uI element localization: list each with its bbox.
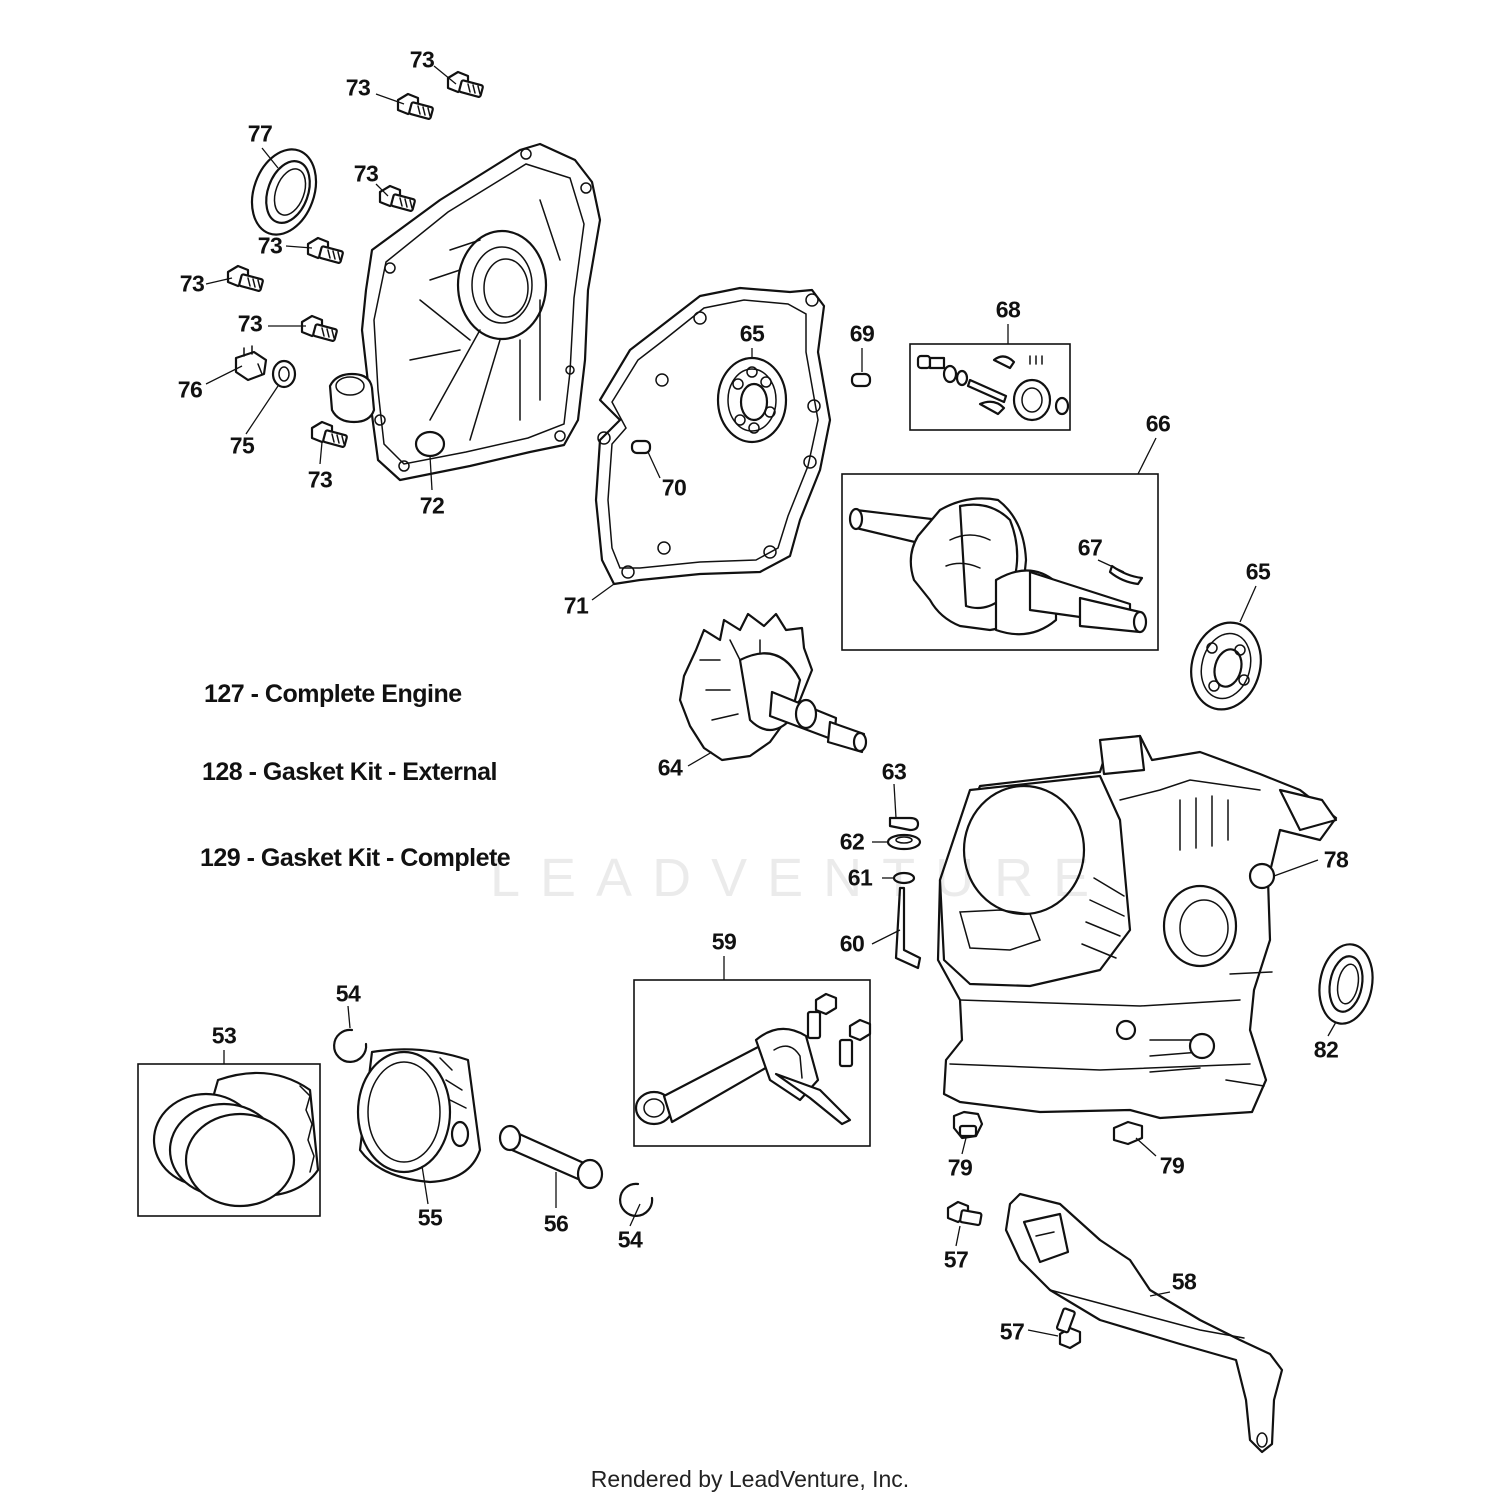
callout-58: 58	[1171, 1268, 1197, 1295]
callout-73: 73	[237, 310, 263, 337]
plug-79-left	[952, 1110, 984, 1140]
bolt-73-fifth	[226, 264, 264, 292]
kit-gasket-external: 128 - Gasket Kit - External	[202, 758, 497, 786]
callout-70: 70	[661, 474, 687, 501]
bolt-73-second	[396, 92, 434, 120]
callout-79: 79	[1159, 1152, 1185, 1179]
callout-61: 61	[847, 864, 873, 891]
crankcase-78	[936, 734, 1338, 1120]
bolt-73-sixth	[300, 314, 338, 342]
callout-82: 82	[1313, 1036, 1339, 1063]
kit-complete-engine: 127 - Complete Engine	[204, 680, 462, 708]
callout-63: 63	[881, 758, 907, 785]
callout-73: 73	[353, 160, 379, 187]
washer-75	[271, 359, 297, 389]
governor-kit-box	[909, 343, 1071, 431]
dowel-pin-69	[850, 372, 872, 388]
bolt-73-third	[378, 184, 416, 212]
footer-credit: Rendered by LeadVenture, Inc.	[590, 1466, 910, 1492]
connecting-rod-box	[633, 979, 871, 1147]
callout-66: 66	[1145, 410, 1171, 437]
bolt-73-top	[446, 70, 484, 98]
callout-68: 68	[995, 296, 1021, 323]
crankshaft-box	[841, 473, 1159, 651]
oil-seal-82	[1318, 943, 1374, 1025]
callout-73: 73	[307, 466, 333, 493]
bolt-57-lower	[1055, 1307, 1082, 1350]
clip-63	[888, 816, 920, 832]
callout-56: 56	[543, 1210, 569, 1237]
callout-55: 55	[417, 1204, 443, 1231]
crankshaft-66	[848, 497, 1148, 636]
seal-62	[886, 833, 922, 851]
callout-73: 73	[345, 74, 371, 101]
callout-76: 76	[177, 376, 203, 403]
callout-73: 73	[409, 46, 435, 73]
callout-77: 77	[247, 120, 273, 147]
camshaft-64	[678, 612, 868, 762]
callout-57: 57	[999, 1318, 1025, 1345]
piston-55	[356, 1048, 482, 1184]
governor-parts-68	[916, 354, 1070, 422]
callout-73: 73	[257, 232, 283, 259]
callout-65: 65	[739, 320, 765, 347]
circlip-54-lower	[619, 1182, 654, 1217]
connecting-rod-59	[634, 992, 872, 1126]
callout-62: 62	[839, 828, 865, 855]
callout-59: 59	[711, 928, 737, 955]
callout-71: 71	[563, 592, 589, 619]
callout-75: 75	[229, 432, 255, 459]
callout-53: 53	[211, 1022, 237, 1049]
callout-54: 54	[335, 980, 361, 1007]
piston-pin-56	[498, 1124, 604, 1190]
drain-plug-76	[234, 345, 268, 382]
deflector-58	[1004, 1192, 1284, 1454]
piston-rings-box	[137, 1063, 321, 1217]
plug-79-right	[1112, 1120, 1144, 1146]
bolt-57-upper	[946, 1200, 983, 1227]
callout-73: 73	[179, 270, 205, 297]
piston-rings-53	[152, 1071, 320, 1208]
callout-65: 65	[1245, 558, 1271, 585]
dowel-pin-70	[630, 439, 652, 455]
bolt-73-fourth	[306, 236, 344, 264]
callout-78: 78	[1323, 846, 1349, 873]
leader-lines	[205, 65, 1337, 1337]
callout-79: 79	[947, 1154, 973, 1181]
callout-67: 67	[1077, 534, 1103, 561]
callout-72: 72	[419, 492, 445, 519]
circlip-54-upper	[333, 1028, 368, 1063]
callout-69: 69	[849, 320, 875, 347]
callout-57: 57	[943, 1246, 969, 1273]
watermark-text: LEADVENTURE	[490, 848, 1110, 908]
callout-64: 64	[657, 754, 683, 781]
crankcase-cover-72	[328, 142, 602, 482]
callout-60: 60	[839, 930, 865, 957]
bolt-73-seventh	[310, 420, 348, 448]
callout-54: 54	[617, 1226, 643, 1253]
bearing-65-upper	[716, 356, 788, 444]
kit-gasket-complete: 129 - Gasket Kit - Complete	[200, 844, 511, 872]
shaft-60	[894, 886, 922, 970]
gasket-71	[594, 286, 832, 586]
bearing-65-right	[1190, 621, 1262, 711]
oil-seal-77	[250, 148, 318, 236]
